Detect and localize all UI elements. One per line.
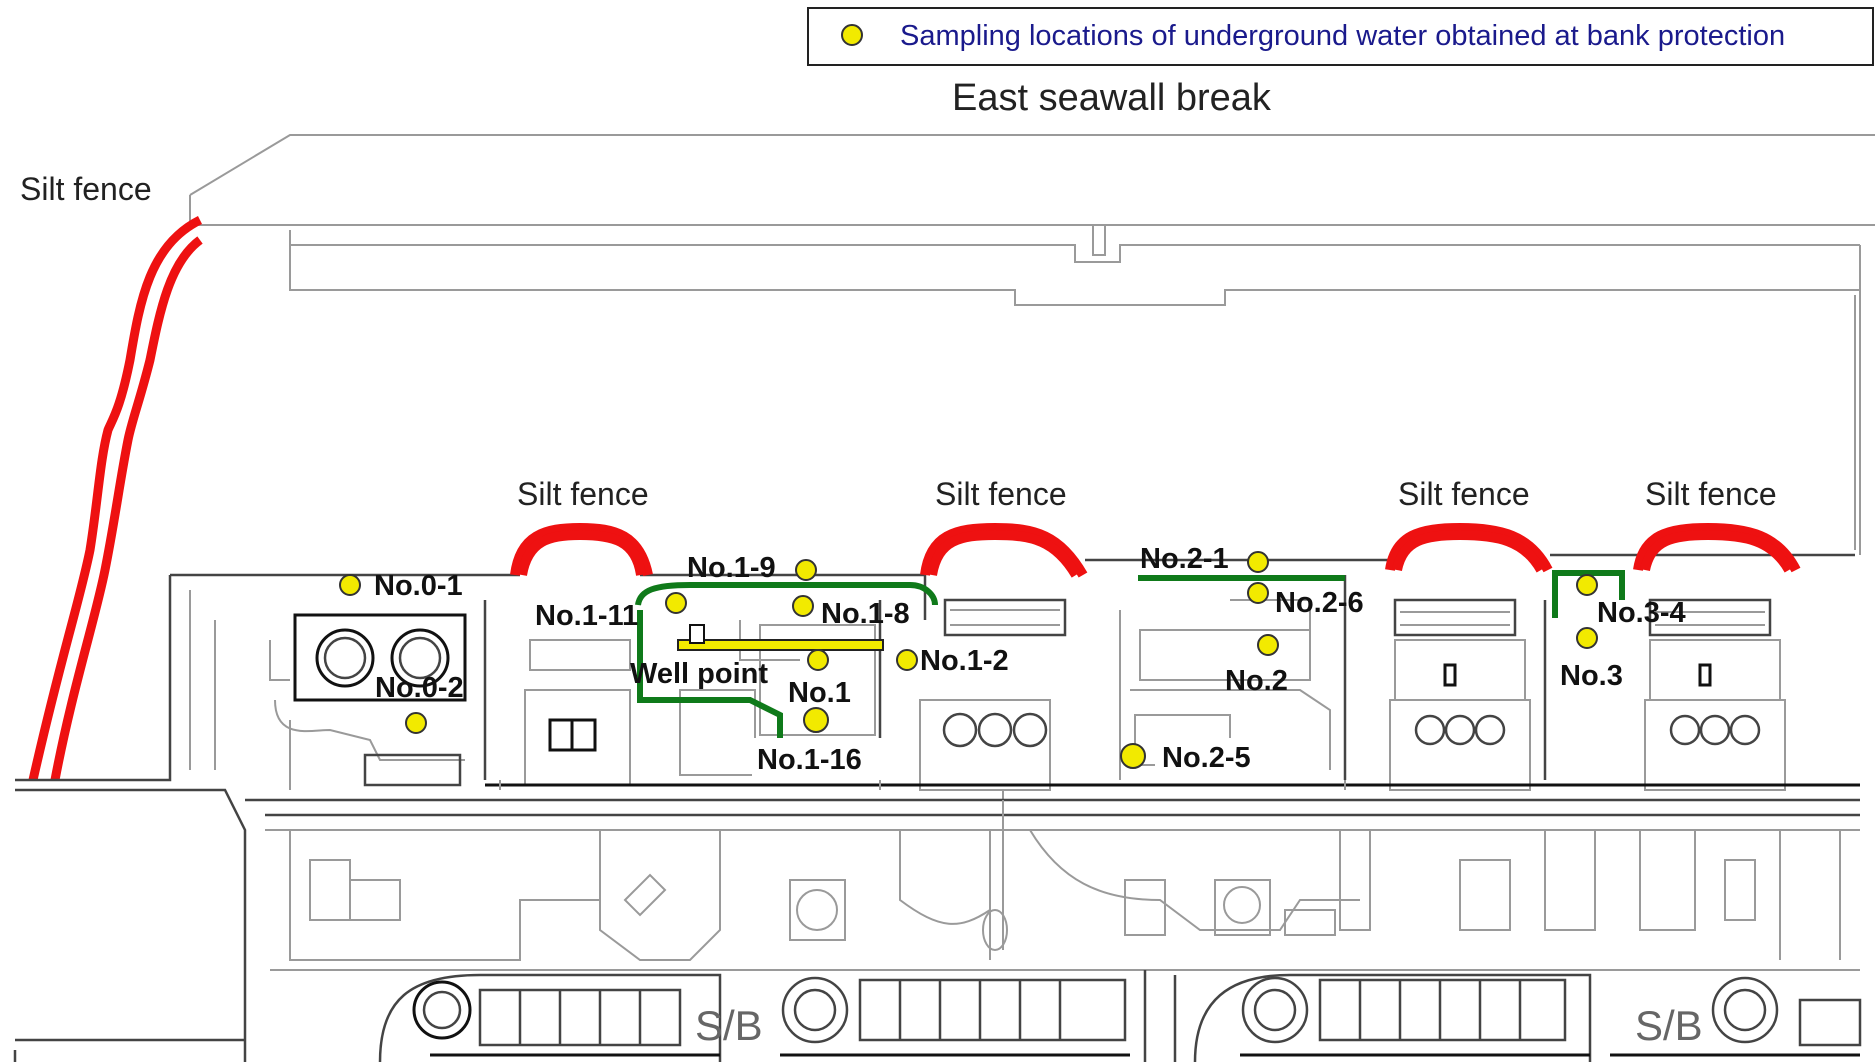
yellow-circle-icon — [1247, 582, 1269, 604]
yellow-circle-icon — [896, 649, 918, 671]
yellow-circle-icon — [807, 649, 829, 671]
silt-fence-unit2-label: Silt fence — [935, 476, 1067, 512]
well-point-bar — [677, 639, 884, 651]
yellow-circle-icon — [1576, 574, 1598, 596]
sampling-label: No.2-5 — [1162, 742, 1251, 774]
sampling-label: No.1-16 — [757, 744, 862, 776]
sampling-label: No.1-2 — [920, 645, 1009, 677]
sampling-label: No.1 — [788, 677, 851, 709]
sampling-point-no2-1: No.2-1 — [1140, 543, 1269, 575]
yellow-circle-icon — [339, 574, 361, 596]
yellow-circle-icon — [1120, 743, 1146, 769]
yellow-circle-icon — [405, 712, 427, 734]
map-title: East seawall break — [952, 77, 1272, 119]
green-barrier-unit3 — [1552, 570, 1625, 618]
sampling-point-no1-9: No.1-9 — [687, 552, 817, 584]
sampling-point-no1-8: No.1-8 — [792, 595, 910, 630]
silt-fence-unit4-label: Silt fence — [1645, 476, 1777, 512]
yellow-circle-icon — [665, 592, 687, 614]
silt-fence-unit3 — [1385, 522, 1553, 573]
well-point-label: Well point — [630, 658, 768, 690]
silt-fence-unit2 — [920, 522, 1088, 578]
sampling-point-no3: No.3 — [1560, 627, 1623, 692]
sampling-label: No.1-11 — [535, 600, 638, 632]
yellow-circle-icon — [803, 707, 829, 733]
silt-fence-unit1-label: Silt fence — [517, 476, 649, 512]
sampling-point-no2-6: No.2-6 — [1247, 582, 1364, 619]
yellow-circle-icon — [1576, 627, 1598, 649]
legend: Sampling locations of underground water … — [807, 7, 1874, 66]
sampling-label: No.1-9 — [687, 552, 776, 584]
legend-text: Sampling locations of underground water … — [900, 20, 1785, 52]
sampling-point-no0-1: No.0-1 — [339, 570, 463, 602]
silt-fence-left — [28, 215, 203, 781]
sampling-label: No.0-1 — [374, 570, 463, 602]
sampling-point-no1-11: No.1-11 — [535, 592, 687, 632]
sampling-point-no1-2: No.1-2 — [896, 645, 1009, 677]
green-barrier-unit1 — [635, 582, 938, 745]
sampling-label: No.0-2 — [375, 672, 464, 704]
sampling-label: No.3 — [1560, 660, 1623, 692]
silt-fence-unit3-label: Silt fence — [1398, 476, 1530, 512]
sampling-point-no3-4: No.3-4 — [1576, 574, 1686, 629]
sampling-point-no2: No.2 — [1225, 634, 1288, 697]
sampling-label: No.1-8 — [821, 598, 910, 630]
site-buildings: S/B S/B — [13, 553, 1862, 1062]
svg-text:S/B: S/B — [1635, 1002, 1703, 1049]
silt-fence-unit4 — [1633, 522, 1801, 573]
silt-fence-unit1 — [510, 522, 653, 577]
yellow-circle-icon — [1247, 551, 1269, 573]
sampling-label: No.3-4 — [1597, 597, 1686, 629]
sampling-point-no1: No.1 — [788, 649, 851, 709]
sampling-label: No.2-6 — [1275, 587, 1364, 619]
yellow-circle-icon — [1257, 634, 1279, 656]
sampling-label: No.2 — [1225, 665, 1288, 697]
sampling-point-no2-5: No.2-5 — [1120, 742, 1251, 774]
yellow-circle-icon — [795, 559, 817, 581]
sampling-label: No.2-1 — [1140, 543, 1229, 575]
sampling-point-no1-16: No.1-16 — [757, 707, 862, 776]
yellow-circle-icon — [792, 595, 814, 617]
silt-fence-left-label: Silt fence — [20, 171, 152, 207]
legend-marker-icon — [841, 24, 863, 46]
svg-text:S/B: S/B — [695, 1002, 763, 1049]
sampling-point-no0-2: No.0-2 — [375, 672, 464, 734]
